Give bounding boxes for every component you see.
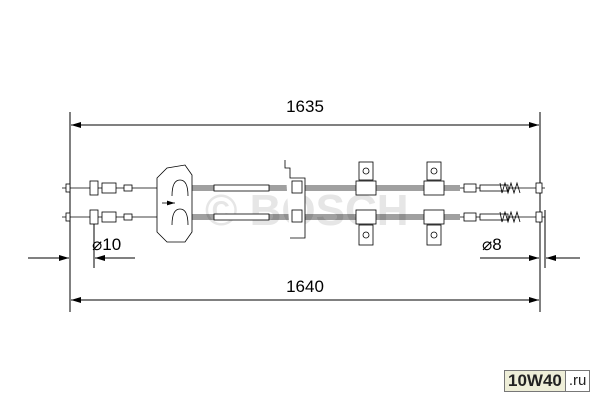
dimension-top-label: 1635 — [286, 97, 324, 116]
cable-upper — [62, 180, 545, 196]
site-badge-main: 10W40 — [505, 371, 565, 391]
bosch-watermark: © BOSCH — [205, 186, 409, 235]
diameter-right-label: ⌀8 — [482, 235, 502, 254]
site-badge-suffix: .ru — [564, 371, 590, 391]
cables — [62, 160, 545, 246]
diameter-left-label: ⌀10 — [92, 235, 121, 254]
clip-1 — [355, 161, 377, 246]
site-badge: 10W40 .ru — [504, 370, 591, 392]
clip-2 — [423, 161, 445, 246]
dimension-bottom-label: 1640 — [286, 277, 324, 296]
mounting-plate — [156, 164, 193, 243]
